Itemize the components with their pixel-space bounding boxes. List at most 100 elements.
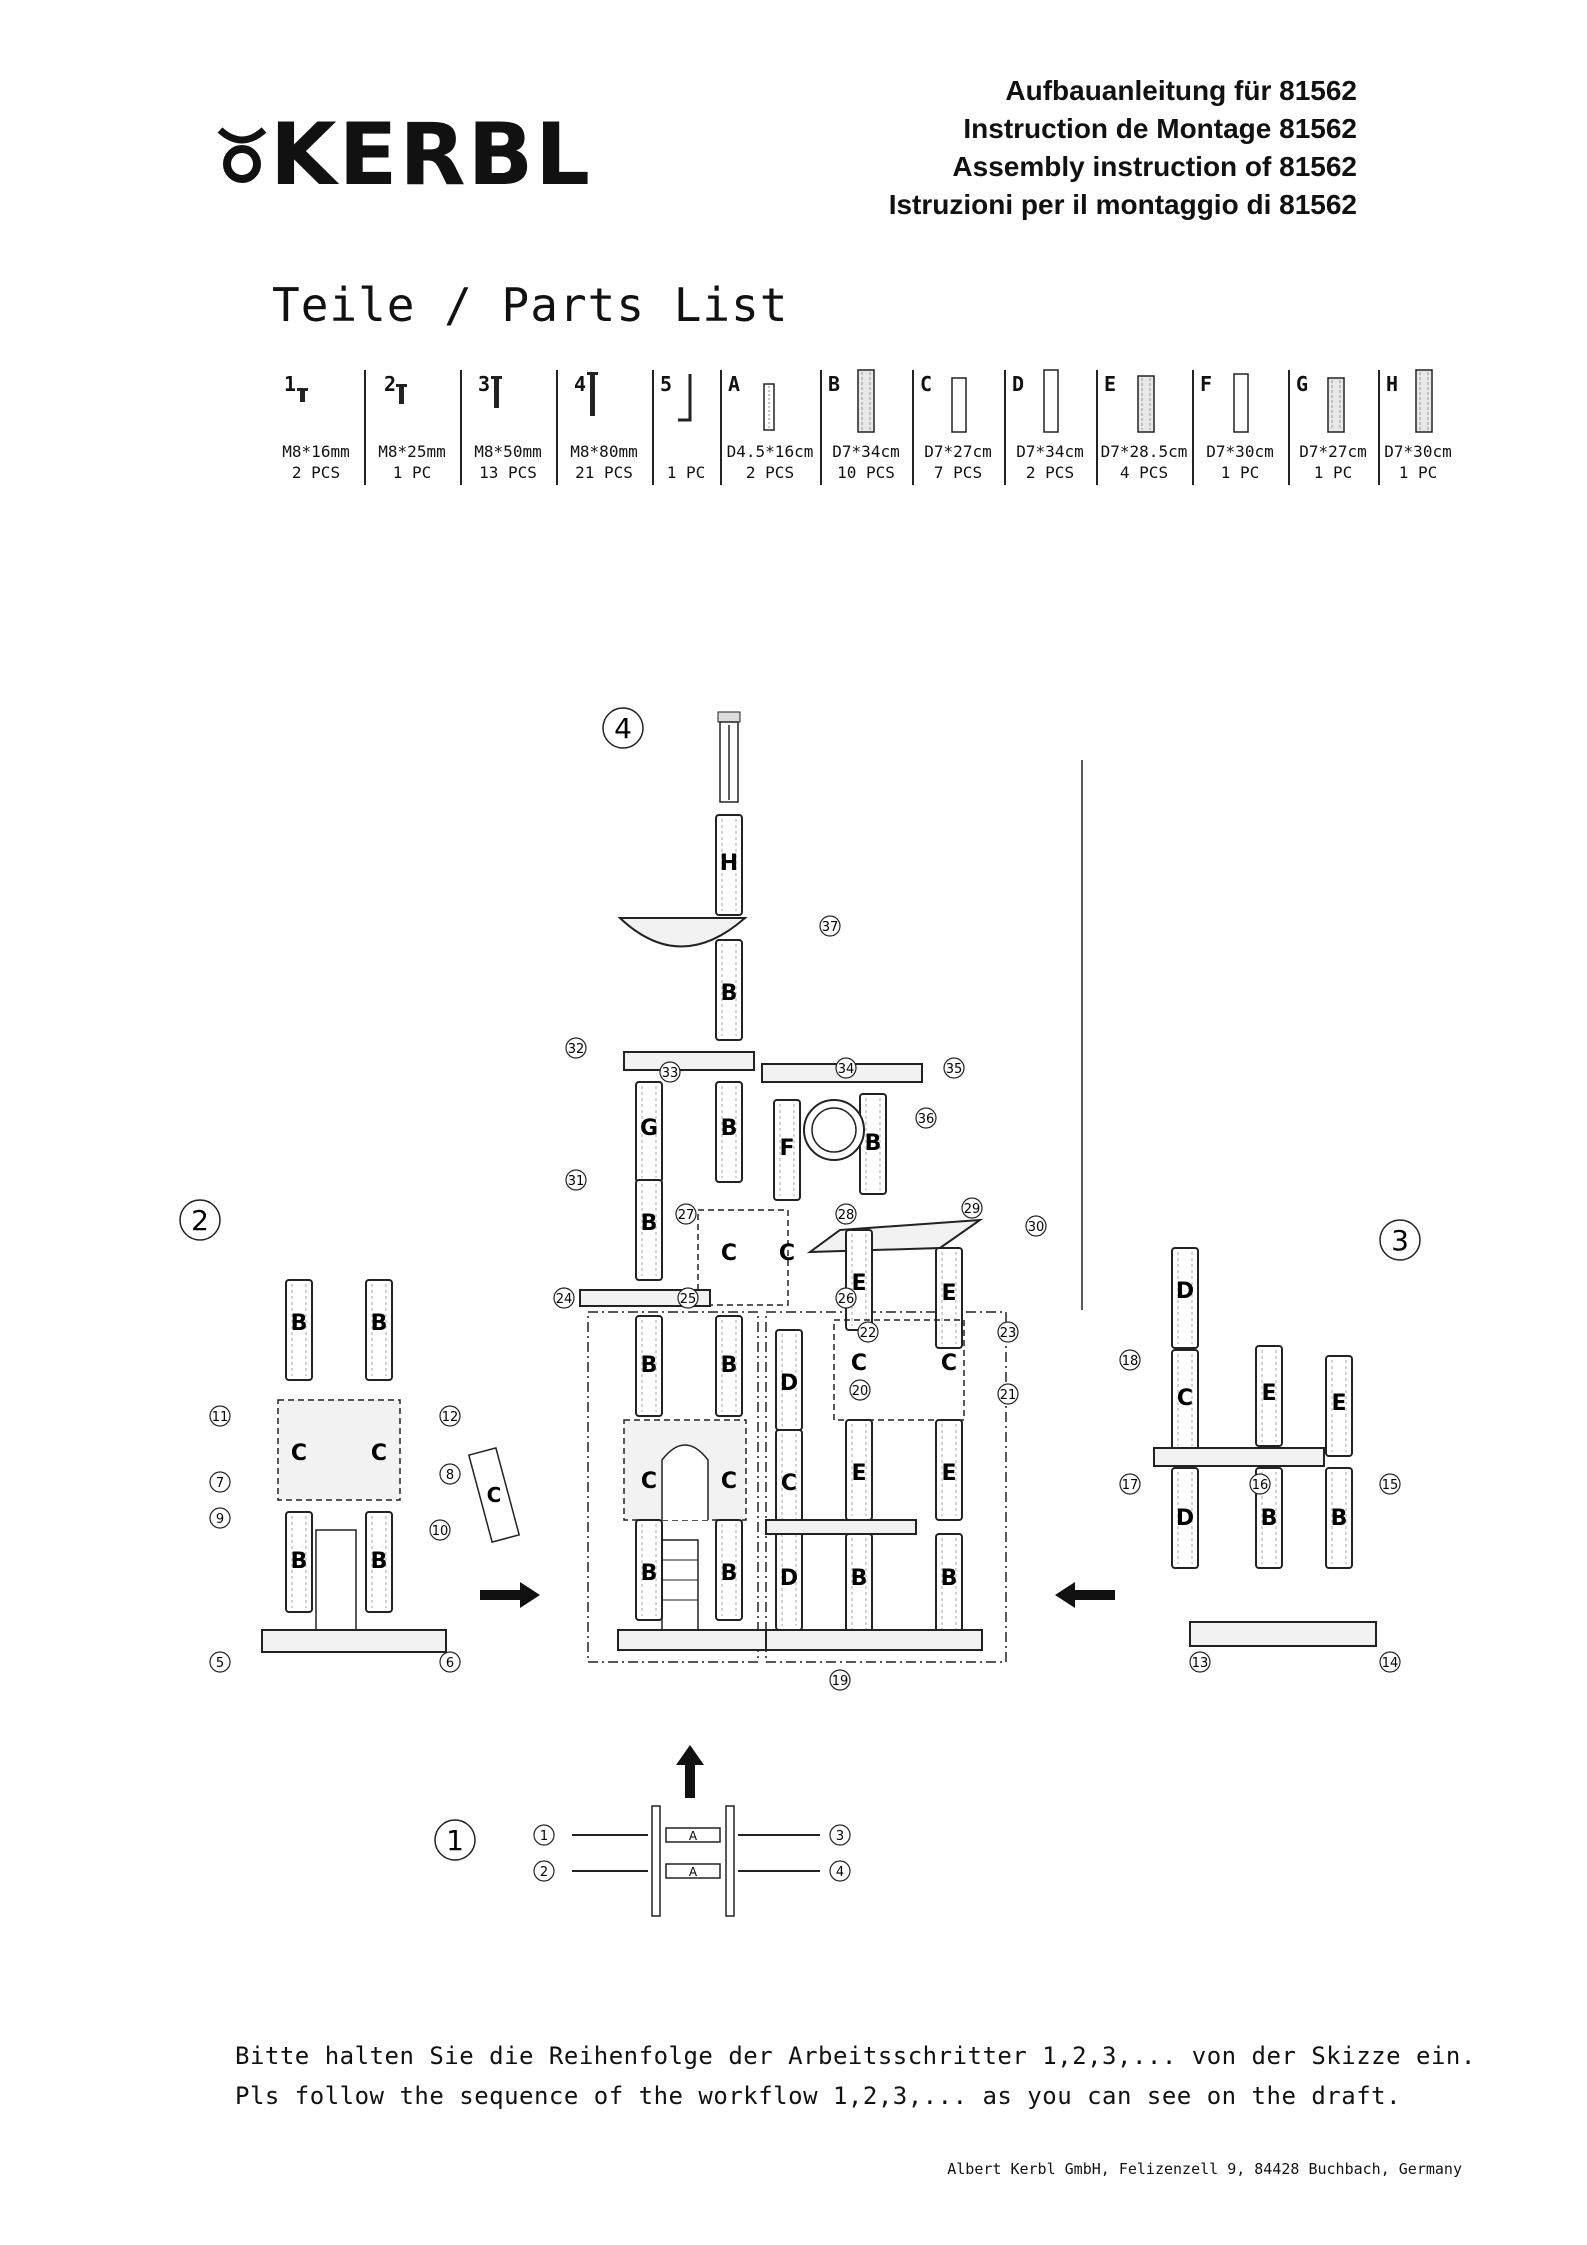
part-quantity: 4 PCS: [1119, 463, 1169, 482]
kerbl-logo-icon: [217, 127, 267, 183]
instruction-en: Pls follow the sequence of the workflow …: [235, 2082, 1402, 2110]
callout-marker: [997, 1321, 1019, 1343]
part-quantity: 21 PCS: [575, 463, 633, 482]
svg-text:B: B: [641, 1211, 658, 1236]
part-H: H D7*30cm 1 PC: [1378, 369, 1458, 490]
callout-number: 8: [446, 1468, 454, 1483]
callout-number: 2: [540, 1865, 548, 1880]
svg-text:C: C: [1177, 1386, 1193, 1411]
brand-name: KERBL: [270, 105, 592, 205]
callout-number: 7: [216, 1476, 224, 1491]
svg-text:F: F: [779, 1136, 794, 1161]
step-number: 4: [614, 712, 632, 745]
part-dimension: D7*27cm: [924, 442, 992, 461]
svg-text:B: B: [1331, 1506, 1348, 1531]
svg-text:C: C: [291, 1441, 307, 1466]
callout-number: 13: [1192, 1656, 1209, 1671]
callout-number: 37: [822, 920, 839, 935]
callout-marker: [565, 1037, 587, 1059]
callout-number: 17: [1122, 1478, 1139, 1493]
step-4-assembly: 4 H B G B B F B C C B B C C: [579, 707, 1083, 1663]
callout-marker: [439, 1463, 461, 1485]
part-quantity: 13 PCS: [479, 463, 537, 482]
callout-number: 27: [678, 1208, 695, 1223]
svg-text:B: B: [291, 1311, 308, 1336]
part-dimension: D7*30cm: [1206, 442, 1274, 461]
part-quantity: 7 PCS: [933, 463, 983, 482]
svg-text:E: E: [1331, 1391, 1346, 1416]
svg-text:D: D: [1176, 1506, 1194, 1531]
part-dimension: M8*16mm: [282, 442, 350, 461]
svg-text:C: C: [721, 1241, 737, 1266]
callout-marker: [1119, 1473, 1141, 1495]
svg-text:C: C: [941, 1351, 957, 1376]
part-quantity: 1 PC: [1220, 463, 1260, 482]
callout-number: 34: [838, 1062, 855, 1077]
instruction-de: Bitte halten Sie die Reihenfolge der Arb…: [235, 2042, 1476, 2070]
callout-marker: [533, 1824, 555, 1846]
part-A: A D4.5*16cm 2 PCS: [720, 370, 820, 490]
svg-text:B: B: [641, 1353, 658, 1378]
part-G: G D7*27cm 1 PC: [1288, 370, 1378, 490]
callout-marker: [1119, 1349, 1141, 1371]
callout-marker: [429, 1519, 451, 1541]
part-4: 4 M8*80mm 21 PCS: [556, 370, 652, 490]
part-dimension: D7*30cm: [1384, 442, 1452, 461]
callout-marker: [835, 1203, 857, 1225]
callout-marker: [915, 1107, 937, 1129]
part-dimension: D7*27cm: [1299, 442, 1367, 461]
svg-text:C: C: [721, 1469, 737, 1494]
part-label: G: [1296, 372, 1309, 396]
callout-marker: [533, 1860, 555, 1882]
part-F: F D7*30cm 1 PC: [1192, 370, 1288, 490]
callout-number: 4: [836, 1865, 844, 1880]
part-quantity: 1 PC: [392, 463, 432, 482]
svg-text:B: B: [941, 1566, 958, 1591]
svg-text:C: C: [371, 1441, 387, 1466]
callout-number: 11: [212, 1410, 229, 1425]
callout-number: 25: [680, 1292, 697, 1307]
callout-marker: [997, 1383, 1019, 1405]
part-dimension: D7*34cm: [832, 442, 900, 461]
svg-text:E: E: [851, 1461, 866, 1486]
part-quantity: 1 PC: [1313, 463, 1353, 482]
svg-text:B: B: [641, 1561, 658, 1586]
callout-number: 14: [1382, 1656, 1399, 1671]
callout-marker: [677, 1287, 699, 1309]
callout-number: 31: [568, 1174, 585, 1189]
svg-text:H: H: [720, 851, 738, 876]
separator: [556, 370, 558, 485]
part-E: E D7*28.5cm 4 PCS: [1096, 370, 1192, 490]
callout-number: 29: [964, 1202, 981, 1217]
part-label: F: [1200, 372, 1213, 396]
svg-text:C: C: [487, 1483, 502, 1507]
callout-number: 6: [446, 1656, 454, 1671]
part-label: E: [1104, 372, 1117, 396]
part-D: D D7*34cm 2 PCS: [1004, 369, 1096, 490]
callout-marker: [659, 1061, 681, 1083]
svg-text:D: D: [780, 1566, 798, 1591]
parts-list-heading: Teile / Parts List: [272, 278, 789, 332]
separator: [912, 370, 914, 485]
svg-text:E: E: [941, 1461, 956, 1486]
callout-number: 23: [1000, 1326, 1017, 1341]
callout-marker: [1379, 1473, 1401, 1495]
part-quantity: 2 PCS: [291, 463, 341, 482]
title-en: Assembly instruction of 81562: [952, 151, 1357, 182]
callout-marker: [943, 1057, 965, 1079]
part-quantity: 2 PCS: [1025, 463, 1075, 482]
separator: [1192, 370, 1194, 485]
callout-marker: [209, 1405, 231, 1427]
svg-text:B: B: [721, 1116, 738, 1141]
part-2: 2 M8*25mm 1 PC: [364, 370, 460, 490]
svg-text:G: G: [640, 1116, 658, 1141]
svg-text:C: C: [779, 1241, 795, 1266]
part-quantity: 10 PCS: [837, 463, 895, 482]
part-label: 2: [384, 372, 397, 396]
svg-text:B: B: [371, 1549, 388, 1574]
callout-number: 30: [1028, 1220, 1045, 1235]
part-dimension: D7*34cm: [1016, 442, 1084, 461]
separator: [364, 370, 366, 485]
callout-number: 20: [852, 1384, 869, 1399]
